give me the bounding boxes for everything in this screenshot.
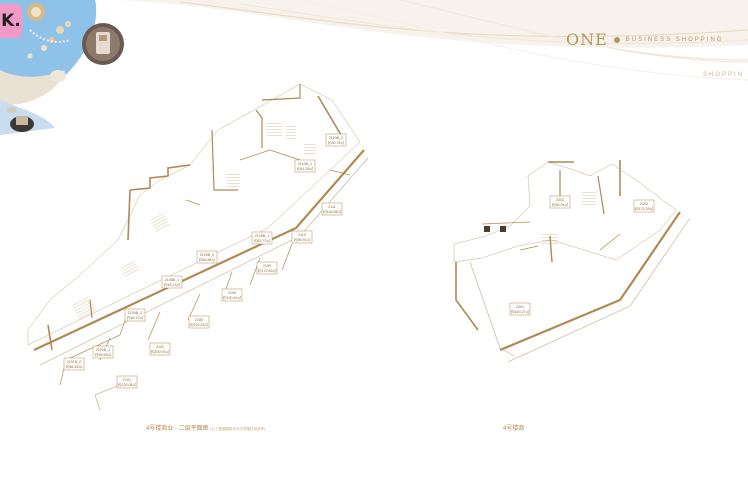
unit-area: 约41.28㎡: [297, 166, 314, 171]
unit-id: 2303: [556, 198, 564, 202]
brand-dot-icon: [613, 36, 620, 43]
unit-area: 约46.24㎡: [552, 202, 569, 207]
unit-id: 2302: [640, 202, 648, 206]
unit-id: 2109B_1: [255, 234, 269, 238]
lifestyle-collage-image: [0, 0, 124, 135]
unit-id: 2109: [263, 264, 271, 268]
unit-area: 约120.06㎡: [118, 382, 137, 387]
unit-id: 2101: [123, 378, 131, 382]
unit-label-box: [124, 308, 146, 322]
unit-label-box: [149, 342, 171, 356]
unit-area: 约48.12㎡: [127, 315, 144, 320]
plan-caption-left: 4号楼商业 - 二层平面图 (以上数据图纸仅为示意图仅供参考): [146, 426, 266, 432]
unit-label-box: [116, 375, 138, 389]
unit-area: 约116.88㎡: [323, 209, 341, 214]
unit-label-box: [325, 133, 347, 147]
floor-plan-left: [27, 83, 369, 411]
stairwell-icons-right: [484, 190, 596, 246]
unit-id: 2108B_1: [165, 278, 179, 282]
brand-tagline: BUSINESS SHOPPING: [625, 36, 724, 43]
faint-brand-tag: SHOPPIN: [703, 72, 745, 78]
unit-area: 约173.29㎡: [635, 206, 654, 211]
unit-area: 约119.43㎡: [190, 322, 208, 327]
brand-logo: ONE: [566, 30, 608, 49]
unit-id: 2110B_2: [329, 136, 343, 140]
unit-label-box: [549, 195, 571, 209]
unit-label-box: [321, 202, 343, 216]
unit-label-box: [188, 315, 210, 329]
unit-id: 2105B_2: [128, 311, 142, 315]
unit-area: 约172.69㎡: [258, 268, 277, 273]
unit-area: 约52.73㎡: [254, 238, 271, 243]
unit-area: 约59.95㎡: [95, 352, 112, 357]
plan-caption-right: 4号楼商: [503, 426, 525, 432]
unit-id: 2110B_1: [298, 162, 312, 166]
brand-k-badge: K.: [0, 4, 22, 38]
unit-label-box: [509, 302, 531, 316]
unit-area: 约45.13㎡: [164, 282, 181, 287]
unit-id: 2105: [195, 318, 203, 322]
unit-label-box: [251, 231, 273, 245]
unit-id: 2102: [156, 345, 164, 349]
plan-caption-left-note: (以上数据图纸仅为示意图仅供参考): [210, 427, 266, 431]
unit-area: 约200.93㎡: [151, 349, 170, 354]
unit-label-box: [196, 250, 218, 264]
unit-id: 2102B_1: [96, 348, 110, 352]
unit-label-box: [633, 199, 655, 213]
unit-id: 2109B_2: [200, 253, 214, 257]
unit-label-box: [161, 275, 183, 289]
unit-id: 2301: [516, 305, 524, 309]
unit-area: 约30.78㎡: [328, 140, 345, 145]
unit-area: 约96.92㎡: [294, 237, 311, 242]
unit-id: 2111: [328, 205, 335, 209]
decorative-swoosh: [120, 0, 748, 81]
unit-area: 约65.85㎡: [199, 257, 216, 262]
floor-plan-right: [453, 160, 691, 363]
unit-area: 约120.49㎡: [223, 295, 242, 300]
unit-label-box: [294, 159, 316, 173]
unit-label-box: [63, 357, 85, 371]
unit-label-box: [221, 288, 243, 302]
unit-id: 2101B_2: [67, 360, 81, 364]
stairwell-icons: [71, 122, 316, 320]
unit-label-box: [291, 230, 313, 244]
unit-id: 2110: [298, 233, 306, 237]
brand-header: ONE BUSINESS SHOPPING: [566, 30, 723, 49]
unit-area: 约619.27㎡: [511, 309, 530, 314]
unit-area: 约66.46㎡: [66, 364, 83, 369]
unit-label-box: [256, 261, 278, 275]
unit-id: 2106: [228, 291, 236, 295]
unit-label-box: [92, 345, 114, 359]
